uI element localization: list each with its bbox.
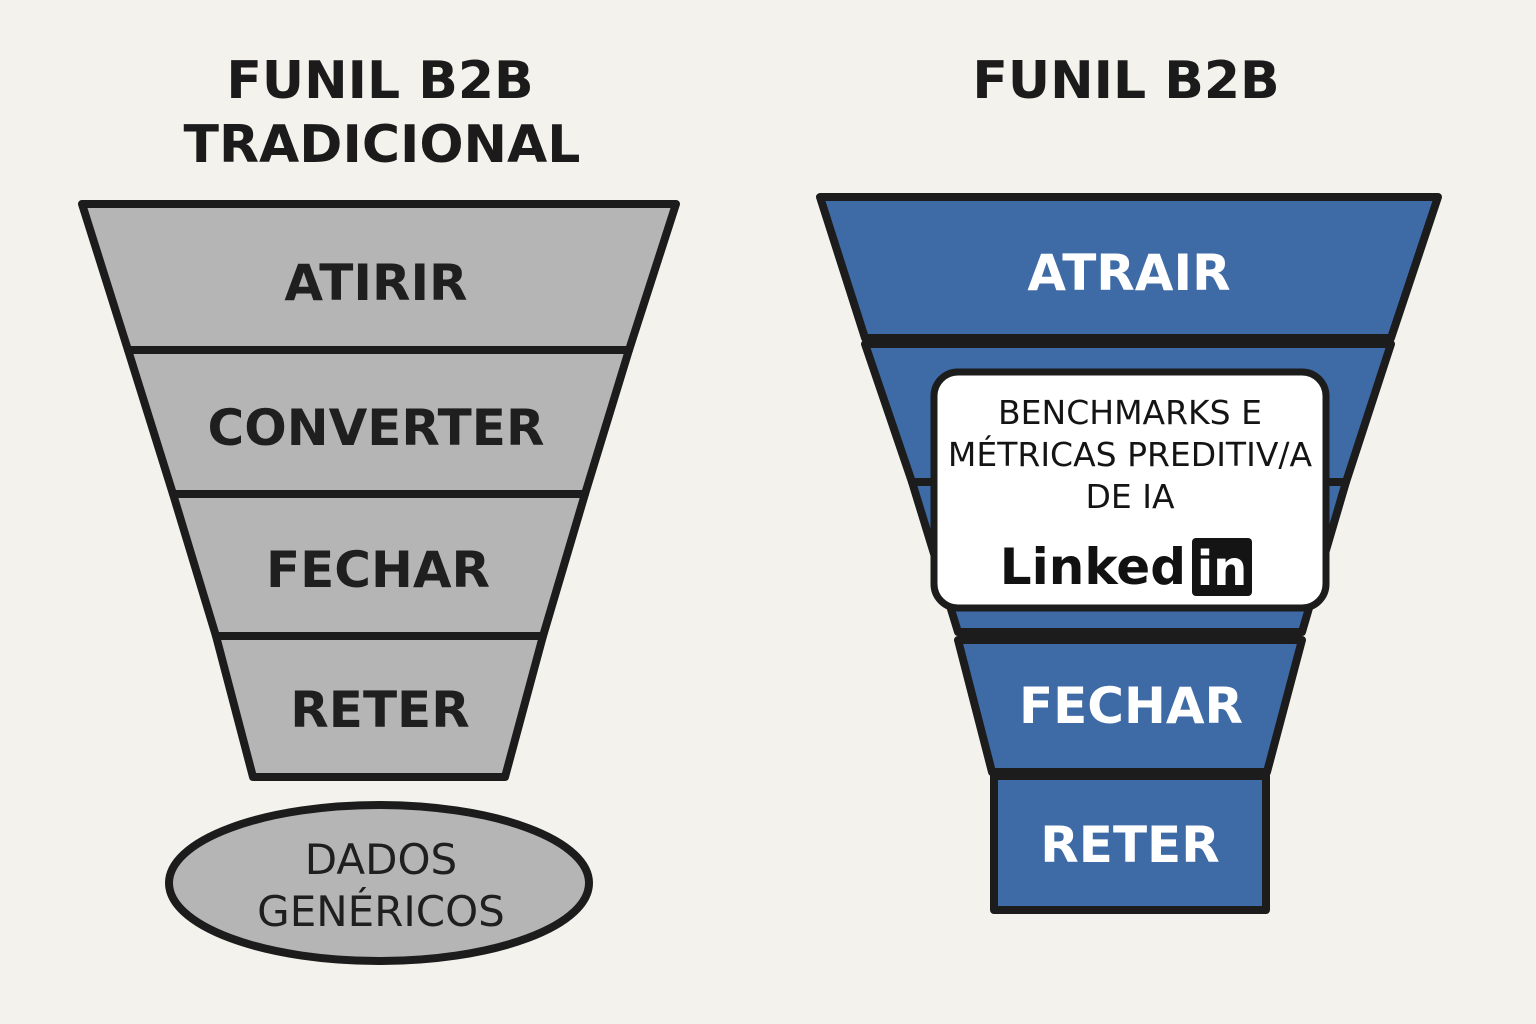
- ai-funnel-retain-label: RETER: [1040, 816, 1219, 874]
- linkedin-badge-text: in: [1197, 541, 1248, 597]
- funnel-stage-1-label: ATIRIR: [284, 254, 467, 312]
- traditional-funnel-title-line2: TRADICIONAL: [184, 115, 581, 175]
- funnel-stage-3-label: FECHAR: [266, 541, 490, 599]
- funnel-stage-4-label: RETER: [290, 681, 469, 739]
- ai-funnel-stage-1-band: [816, 193, 1442, 342]
- linkedin-badge-icon: [1192, 538, 1252, 596]
- callout-line1: BENCHMARKS E: [998, 393, 1262, 432]
- ai-funnel: FUNIL B2B ATRAIR FECHAR RETER BENCHMARKS…: [816, 51, 1442, 914]
- linkedin-logo-wordmark: Linked: [1000, 538, 1186, 596]
- ai-funnel-close-label: FECHAR: [1019, 677, 1243, 735]
- generic-data-ellipse: [165, 801, 593, 965]
- ai-funnel-title: FUNIL B2B: [972, 51, 1279, 111]
- generic-data-label-line1: DADOS: [305, 835, 457, 884]
- generic-data-label-line2: GENÉRICOS: [257, 886, 505, 936]
- ai-funnel-attract-label: ATRAIR: [1027, 244, 1230, 302]
- ai-funnel-stage-5-box: [990, 772, 1270, 914]
- funnel-stage-2-label: CONVERTER: [208, 399, 545, 457]
- ai-funnel-stage-4-band: [954, 636, 1306, 776]
- callout-line3: DE IA: [1085, 477, 1174, 516]
- callout-line2: MÉTRICAS PREDITIV/A: [948, 434, 1313, 474]
- linkedin-logo: Linked in: [1000, 538, 1252, 597]
- traditional-funnel-title-line1: FUNIL B2B: [226, 51, 533, 111]
- traditional-funnel: FUNIL B2B TRADICIONAL ATIRIR CONVERTER F…: [78, 51, 680, 965]
- funnel-stage-4-band: [212, 632, 547, 781]
